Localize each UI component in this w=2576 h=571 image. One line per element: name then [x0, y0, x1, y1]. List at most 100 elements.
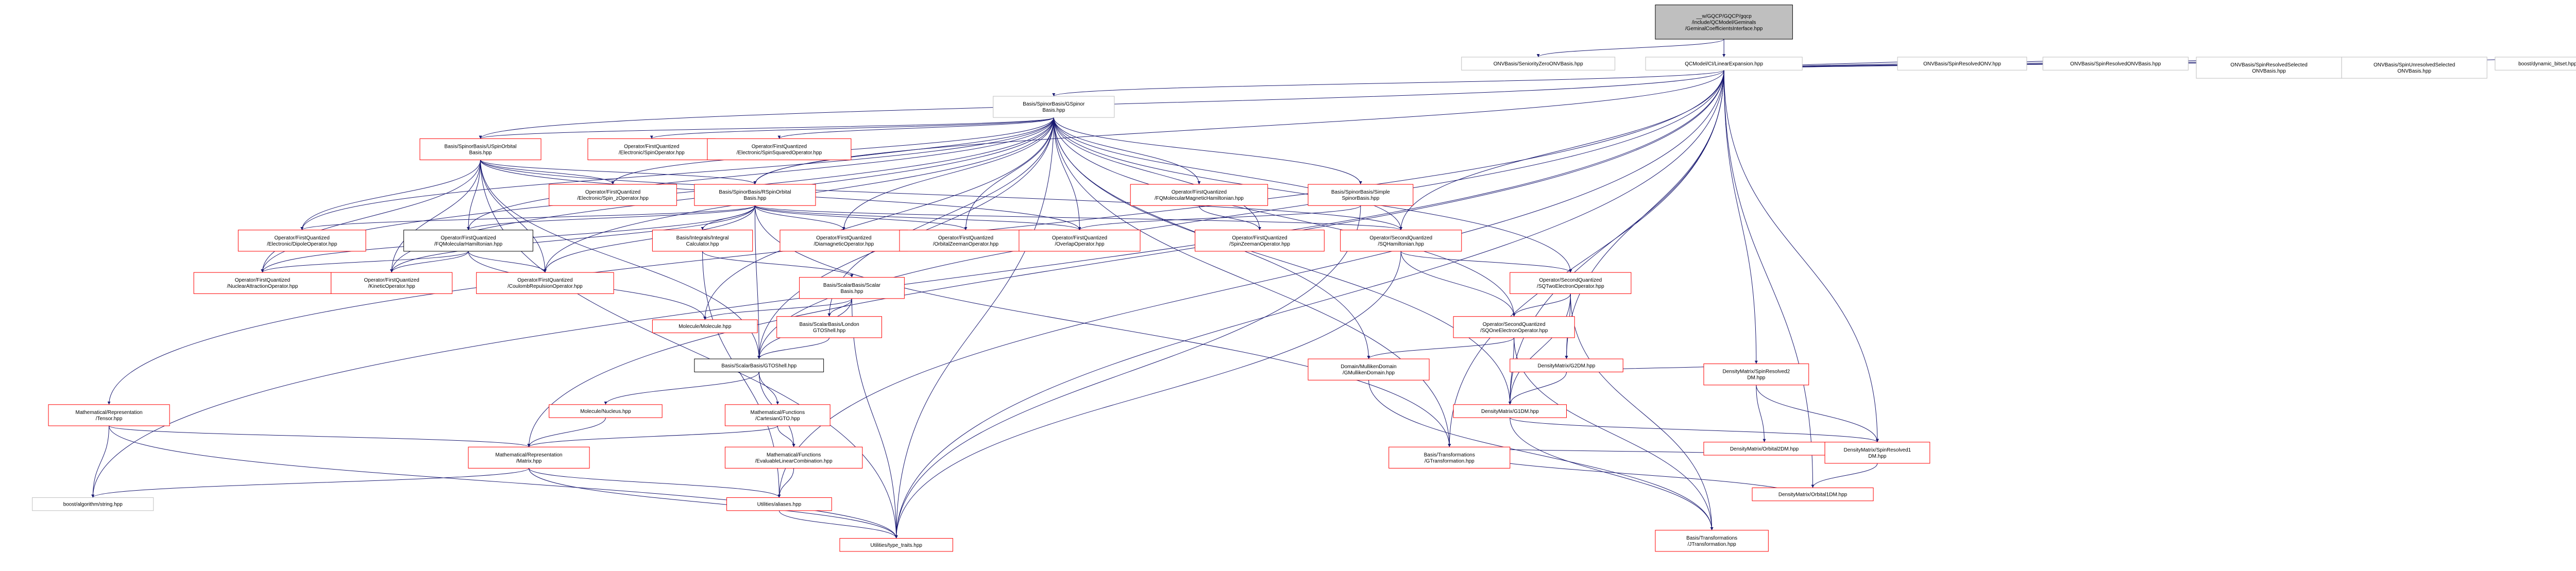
- graph-node-onv-spin-resolved-basis[interactable]: ONVBasis/SpinResolvedONVBasis.hpp: [2042, 57, 2189, 71]
- dependency-edge: [894, 70, 1724, 539]
- graph-node-cartesian-gto[interactable]: Mathematical/Functions/CartesianGTO.hpp: [724, 404, 831, 426]
- dependency-edge: [777, 468, 794, 498]
- graph-node-gtoshell[interactable]: Basis/ScalarBasis/GTOShell.hpp: [694, 358, 824, 372]
- node-box: [1655, 530, 1769, 552]
- node-label: GTOShell.hpp: [813, 328, 846, 334]
- graph-node-math-tensor[interactable]: Mathematical/Representation/Tensor.hpp: [48, 404, 170, 426]
- dependency-edge: [777, 117, 1054, 139]
- node-label: Basis.hpp: [743, 196, 766, 201]
- graph-node-onv-selected[interactable]: ONVBasis/SpinResolvedSelectedONVBasis.hp…: [2196, 57, 2342, 79]
- graph-node-math-matrix[interactable]: Mathematical/Representation/Matrix.hpp: [468, 446, 590, 469]
- graph-node-transformations1[interactable]: Basis/Transformations/GTransformation.hp…: [1388, 446, 1511, 469]
- node-label: boost/algorithm/string.hpp: [63, 502, 123, 508]
- graph-node-nucleus[interactable]: Molecule/Nucleus.hpp: [549, 404, 663, 418]
- dependency-edge: [1570, 293, 1714, 530]
- graph-node-spin-zeeman[interactable]: Operator/FirstQuantized/SpinZeemanOperat…: [1195, 230, 1325, 252]
- graph-node-sq-ham[interactable]: Operator/SecondQuantized/SQHamiltonian.h…: [1340, 230, 1462, 252]
- graph-node-el-spinz[interactable]: Operator/FirstQuantized/Electronic/Spin_…: [549, 184, 677, 206]
- graph-node-orbital2dm[interactable]: DensityMatrix/Orbital2DM.hpp: [1703, 442, 1825, 456]
- graph-node-g2dm[interactable]: DensityMatrix/G2DM.hpp: [1510, 358, 1623, 372]
- graph-node-onv-unresolved-selected[interactable]: ONVBasis/SpinUnresolvedSelectedONVBasis.…: [2341, 57, 2487, 79]
- dependency-edge: [300, 160, 481, 230]
- dependency-edge: [529, 468, 781, 498]
- node-label: ONVBasis.hpp: [2252, 68, 2286, 74]
- graph-node-util-aliases[interactable]: Utilities/aliases.hpp: [726, 497, 832, 511]
- node-label: Operator/FirstQuantized: [517, 278, 572, 283]
- dependency-edge: [758, 372, 779, 405]
- node-label: /Electronic/SpinOperator.hpp: [619, 150, 685, 155]
- node-box: [993, 96, 1115, 118]
- node-label: Basis/ScalarBasis/London: [800, 322, 859, 327]
- graph-node-eval-lincomb[interactable]: Mathematical/Functions/EvaluableLinearCo…: [724, 446, 863, 469]
- graph-node-mullikan[interactable]: Domain/MullikenDomain/GMullikenDomain.hp…: [1308, 358, 1430, 380]
- graph-node-g1dm[interactable]: DensityMatrix/G1DM.hpp: [1453, 404, 1567, 418]
- graph-node-orbital1dm[interactable]: DensityMatrix/Orbital1DM.hpp: [1752, 487, 1874, 501]
- node-box: [707, 138, 852, 161]
- graph-node-fq-molham-left[interactable]: Operator/FirstQuantized/FQMolecularHamil…: [403, 230, 533, 252]
- graph-node-sq-one[interactable]: Operator/SecondQuantized/SQOneElectronOp…: [1453, 316, 1575, 338]
- node-label: Basis/SpinorBasis/GSpinor: [1023, 101, 1085, 107]
- dependency-edge: [91, 468, 530, 498]
- node-label: ONVBasis/SpinUnresolvedSelected: [2374, 62, 2455, 68]
- node-box: [694, 184, 816, 206]
- node-label: /FQMolecularHamiltonian.hpp: [434, 241, 503, 247]
- node-label: /JTransformation.hpp: [1688, 542, 1737, 547]
- graph-node-nuclear-attr[interactable]: Operator/FirstQuantized/NuclearAttractio…: [193, 272, 332, 294]
- node-label: /EvaluableLinearCombination.hpp: [755, 458, 833, 464]
- node-label: Operator/FirstQuantized: [624, 144, 679, 149]
- node-label: Operator/FirstQuantized: [1172, 189, 1227, 195]
- node-box: [694, 358, 824, 372]
- graph-node-scalar-basis[interactable]: Basis/ScalarBasis/ScalarBasis.hpp: [799, 277, 905, 299]
- graph-node-el-dipole[interactable]: Operator/FirstQuantized/Electronic/Dipol…: [238, 230, 366, 252]
- graph-node-overlap[interactable]: Operator/FirstQuantized/OverlapOperator.…: [1019, 230, 1141, 252]
- graph-node-coulomb[interactable]: Operator/FirstQuantized/CoulombRepulsion…: [476, 272, 614, 294]
- graph-node-diamagnetic[interactable]: Operator/FirstQuantized/DiamagneticOpera…: [779, 230, 908, 252]
- graph-node-sq-two[interactable]: Operator/SecondQuantized/SQTwoElectronOp…: [1510, 272, 1632, 294]
- node-label: Domain/MullikenDomain: [1341, 364, 1396, 370]
- graph-node-qcmodel-ci[interactable]: QCModel/CI/LinearExpansion.hpp: [1645, 57, 1803, 71]
- node-box: [476, 272, 614, 294]
- graph-node-el-spinsq[interactable]: Operator/FirstQuantized/Electronic/SpinS…: [707, 138, 852, 161]
- dependency-edge: [1510, 418, 1714, 530]
- dependency-edge: [757, 337, 830, 359]
- graph-node-el-spin[interactable]: Operator/FirstQuantized/Electronic/SpinO…: [587, 138, 716, 161]
- dependency-edge: [702, 251, 854, 278]
- dependency-edge: [390, 205, 755, 273]
- dependency-edge: [543, 205, 755, 273]
- dependency-edge: [1078, 205, 1361, 231]
- graph-node-molecule[interactable]: Molecule/Molecule.hpp: [652, 319, 758, 333]
- node-box: [48, 404, 170, 426]
- node-label: /Electronic/DipoleOperator.hpp: [267, 241, 337, 247]
- node-label: /SQHamiltonian.hpp: [1378, 241, 1424, 247]
- dependency-edge: [479, 117, 1054, 139]
- node-label: Operator/FirstQuantized: [752, 144, 807, 149]
- graph-node-orbital-zeeman[interactable]: Operator/FirstQuantized/OrbitalZeemanOpe…: [899, 230, 1032, 252]
- graph-node-fq-molham-right[interactable]: Operator/FirstQuantized/FQMolecularMagne…: [1130, 184, 1268, 206]
- graph-node-boost-string[interactable]: boost/algorithm/string.hpp: [32, 497, 154, 511]
- node-label: Basis/Integrals/Integral: [676, 235, 729, 241]
- graph-node-kinetic[interactable]: Operator/FirstQuantized/KineticOperator.…: [331, 272, 453, 294]
- graph-node-util-type-traits[interactable]: Utilities/type_traits.hpp: [839, 538, 953, 552]
- graph-node-onv-spin-resolved-onv[interactable]: ONVBasis/SpinResolvedONV.hpp: [1897, 57, 2027, 71]
- node-label: /Electronic/SpinSquaredOperator.hpp: [737, 150, 822, 155]
- node-box: [1897, 57, 2027, 71]
- dependency-edge: [1514, 337, 1714, 530]
- dependency-edge: [300, 117, 1054, 230]
- graph-node-onvbasis-seniority[interactable]: ONVBasis/SeniorityZeroONVBasis.hpp: [1461, 57, 1616, 71]
- graph-node-transformations2[interactable]: Basis/Transformations/JTransformation.hp…: [1655, 530, 1769, 552]
- dependency-edge: [894, 205, 1361, 539]
- node-box: [238, 230, 366, 252]
- graph-node-boost-bitset[interactable]: boost/dynamic_bitset.hpp: [2495, 57, 2576, 71]
- node-box: [1453, 316, 1575, 338]
- node-label: Mathematical/Functions: [767, 452, 821, 458]
- dependency-edge: [91, 70, 1724, 498]
- node-label: boost/dynamic_bitset.hpp: [2518, 61, 2576, 67]
